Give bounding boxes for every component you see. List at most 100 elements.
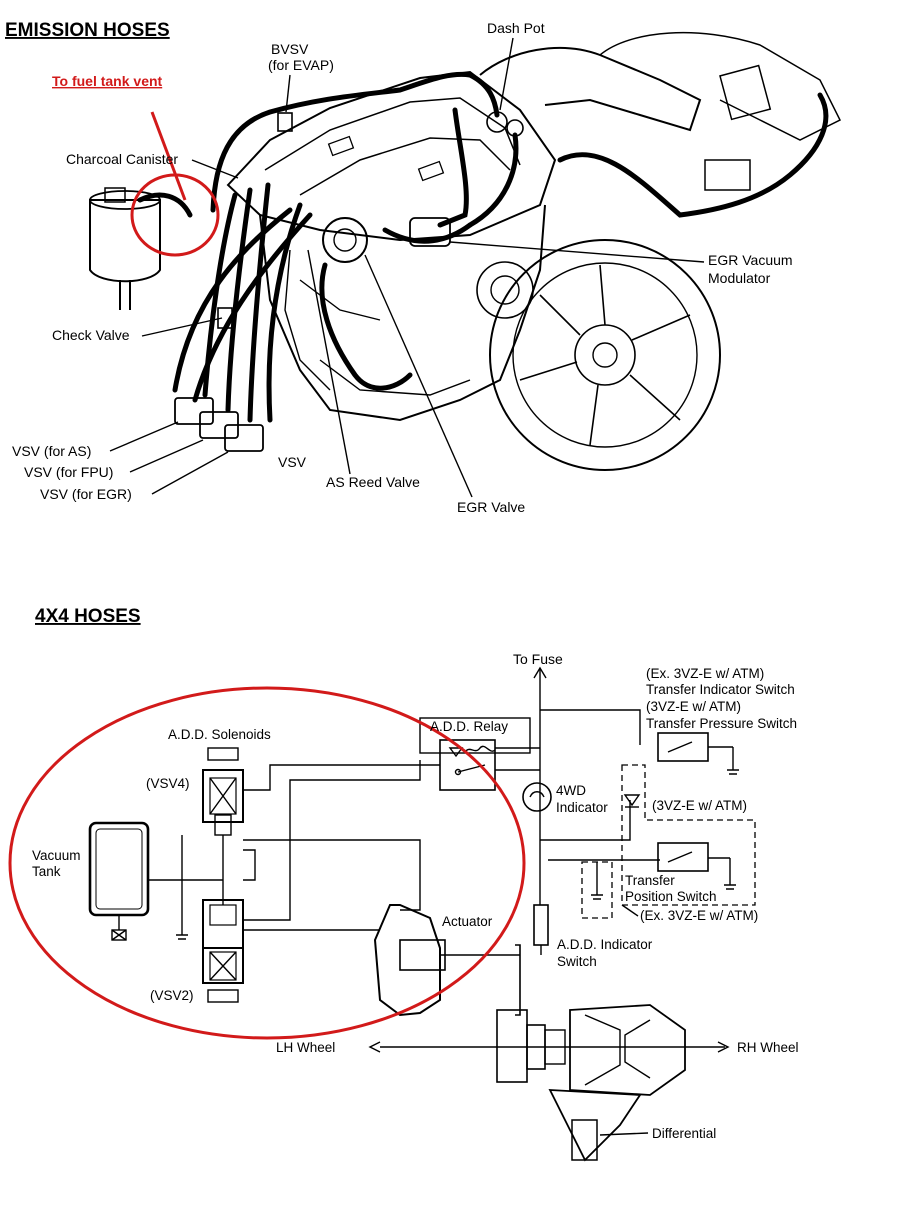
vsv2-coil bbox=[209, 951, 237, 981]
label-transfer-indicator-switch: Transfer Indicator Switch bbox=[646, 682, 795, 697]
four-wd-indicator-lamp bbox=[522, 782, 552, 812]
vsv4-to-actuator bbox=[243, 839, 421, 911]
hose-vsv bbox=[266, 202, 303, 423]
leader-vsv-egr bbox=[151, 451, 229, 495]
label-transfer-pos-1: Transfer bbox=[625, 873, 675, 888]
label-egr-vac-mod-1: EGR Vacuum bbox=[708, 252, 793, 268]
label-to-fuse: To Fuse bbox=[513, 651, 563, 667]
lamp-filament bbox=[529, 791, 545, 798]
ground-symbol bbox=[727, 769, 739, 775]
vsv4-coil-x bbox=[209, 777, 237, 815]
plenum-ridge-2 bbox=[299, 137, 511, 196]
vacuum-tank-inner bbox=[95, 828, 143, 910]
hose-canister-bvsv bbox=[210, 71, 473, 213]
as-reed-pipe bbox=[319, 262, 413, 391]
fan-hub-center bbox=[592, 342, 618, 368]
vsv4-coil bbox=[209, 777, 237, 815]
label-vsv-fpu: VSV (for FPU) bbox=[24, 464, 113, 480]
label-vsv-as: VSV (for AS) bbox=[12, 443, 91, 459]
label-egr-vac-mod-2: Modulator bbox=[708, 270, 771, 286]
label-egr-valve: EGR Valve bbox=[457, 499, 525, 515]
shift-fork bbox=[515, 944, 521, 1016]
vsv2-body-top bbox=[202, 899, 244, 949]
transfer-switch-blade bbox=[667, 741, 693, 753]
spline-gear bbox=[544, 1029, 566, 1065]
fuel-tank-vent-label: To fuel tank vent bbox=[52, 73, 163, 89]
vsv4-cap bbox=[207, 747, 239, 761]
four-by-four-section: 4X4 HOSES bbox=[8, 606, 799, 1162]
red-highlight-circle bbox=[130, 173, 220, 257]
solenoid-to-relay bbox=[243, 764, 440, 791]
relay-diode bbox=[448, 747, 464, 758]
label-add-ind-switch-1: A.D.D. Indicator bbox=[557, 937, 653, 952]
emission-leader-lines bbox=[109, 37, 705, 498]
bvsv bbox=[277, 112, 293, 132]
charcoal-canister bbox=[89, 199, 161, 283]
label-differential: Differential bbox=[652, 1126, 716, 1141]
pulley-center bbox=[490, 275, 520, 305]
ground-left bbox=[176, 934, 188, 940]
vsv2-plunger bbox=[209, 904, 237, 926]
hose-vsv-egr bbox=[247, 182, 271, 423]
label-3vze-atm: (3VZ-E w/ ATM) bbox=[646, 699, 741, 714]
leader-egr-valve bbox=[364, 254, 473, 498]
check-valve bbox=[217, 307, 233, 329]
label-transfer-pressure-switch: Transfer Pressure Switch bbox=[646, 716, 797, 731]
vsv-as-body bbox=[174, 397, 214, 425]
bus-to-diode bbox=[540, 800, 631, 841]
vsv4-plunger bbox=[214, 814, 232, 836]
label-dash-pot: Dash Pot bbox=[487, 20, 545, 36]
relay-coil bbox=[464, 745, 496, 753]
transfer-indicator-switch bbox=[657, 732, 709, 762]
egr-vacuum-modulator bbox=[409, 217, 451, 247]
vsv-egr-body bbox=[224, 424, 264, 452]
position-switch-blade bbox=[667, 851, 693, 863]
rh-arrow bbox=[717, 1041, 730, 1053]
vsv2-path bbox=[243, 760, 421, 921]
tank-drain-valve bbox=[111, 929, 127, 941]
label-charcoal-canister: Charcoal Canister bbox=[66, 151, 178, 167]
as-pipe-outline bbox=[284, 249, 331, 391]
intake-plenum bbox=[226, 70, 557, 242]
bus-to-switch bbox=[540, 709, 641, 745]
vsv2-body bbox=[202, 947, 244, 984]
hose-dashpot bbox=[467, 72, 500, 118]
emission-title: EMISSION HOSES bbox=[5, 20, 170, 41]
leader-vsv-fpu bbox=[129, 439, 204, 473]
leader-vsv-as bbox=[109, 421, 179, 452]
label-add-solenoids: A.D.D. Solenoids bbox=[168, 727, 271, 742]
egr-valve-body bbox=[322, 217, 368, 263]
plenum-boss bbox=[327, 135, 355, 157]
add-relay-box bbox=[419, 717, 531, 754]
fan-hub bbox=[574, 324, 636, 386]
label-lh-wheel: LH Wheel bbox=[276, 1040, 335, 1055]
tank-drain-x bbox=[111, 929, 127, 941]
engine-detail bbox=[299, 279, 381, 321]
plenum-boss bbox=[417, 160, 445, 182]
vacuum-tank bbox=[88, 821, 150, 917]
lh-arrow bbox=[368, 1041, 381, 1053]
hose-dashpot-egr bbox=[467, 132, 519, 228]
label-transfer-pos-2: Position Switch bbox=[625, 889, 717, 904]
label-add-ind-switch-2: Switch bbox=[557, 954, 597, 969]
option-diode bbox=[623, 794, 641, 807]
actuator-body bbox=[373, 904, 441, 1017]
wire-harness bbox=[557, 92, 829, 218]
canister-port bbox=[104, 187, 126, 203]
pinion-shaft bbox=[571, 1119, 598, 1161]
pulley bbox=[476, 261, 534, 319]
engine-detail bbox=[319, 359, 471, 396]
add-relay-inner bbox=[439, 739, 496, 791]
red-arrow-line bbox=[150, 111, 187, 201]
vsv2-coil-x bbox=[209, 951, 237, 981]
position-dashed-box bbox=[581, 861, 613, 919]
leader-canister bbox=[191, 159, 239, 179]
ring-gear bbox=[548, 1089, 642, 1162]
diff-gear-2 bbox=[624, 1019, 651, 1079]
leader-as-reed bbox=[307, 249, 351, 475]
hose-egr-mod bbox=[382, 222, 473, 244]
emission-hoses bbox=[89, 71, 519, 452]
harness-connector bbox=[704, 159, 751, 191]
